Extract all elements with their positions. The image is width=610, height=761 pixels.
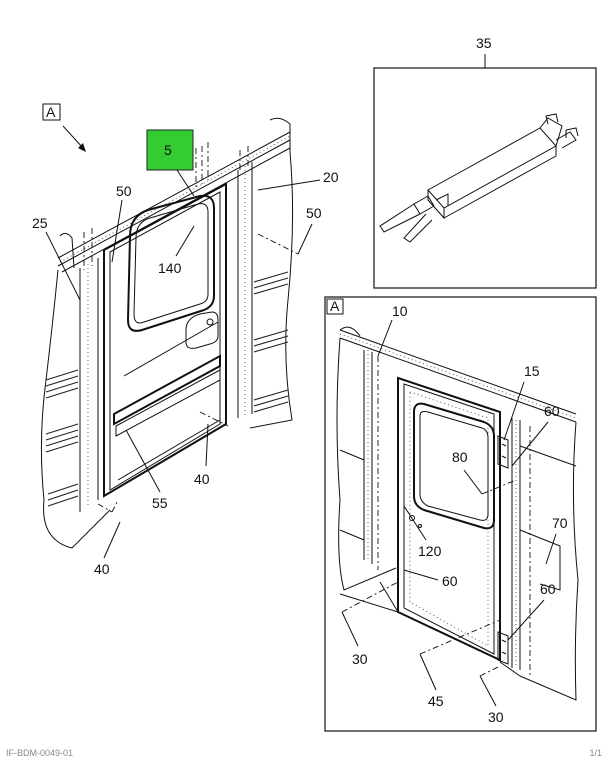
door-window [126, 194, 215, 332]
view-marker-label: A [46, 104, 56, 120]
detail-door-window [413, 402, 495, 530]
wall-outline [40, 269, 111, 549]
callout-60-middle: 60 [442, 573, 458, 589]
figure-id: IF-BDM-0049-01 [6, 748, 74, 758]
wall-post-right [237, 162, 253, 418]
callout-60-lower: 60 [540, 581, 556, 597]
callout-40-right: 40 [194, 471, 210, 487]
callout-25: 25 [32, 215, 48, 231]
callout-50-right: 50 [306, 205, 322, 221]
door-lock [409, 515, 415, 521]
detail-door-frame [397, 376, 501, 662]
callout-30-left: 30 [352, 651, 368, 667]
door-handle-recess [185, 311, 219, 349]
view-marker-box [42, 103, 61, 121]
callout-45: 45 [428, 693, 444, 709]
page-number: 1/1 [589, 748, 602, 758]
door-frame [103, 182, 227, 498]
callout-15: 15 [524, 363, 540, 379]
callout-35: 35 [476, 35, 492, 51]
view-arrow [62, 125, 84, 149]
callout-50-left: 50 [116, 183, 132, 199]
detail-marker-label: A [330, 298, 340, 314]
detail-a-box [324, 296, 597, 732]
main-view: A [40, 103, 294, 549]
callout-80: 80 [452, 449, 468, 465]
heater-part [379, 113, 579, 243]
callout-30-right: 30 [488, 709, 504, 725]
callout-5-highlight [146, 129, 194, 171]
wall-post-left [79, 258, 99, 512]
callout-55: 55 [152, 495, 168, 511]
callout-10: 10 [392, 303, 408, 319]
callout-5: 5 [164, 142, 172, 158]
callout-60-upper: 60 [544, 403, 560, 419]
inset-35-box [373, 67, 597, 289]
callout-120: 120 [418, 543, 442, 559]
callout-140: 140 [158, 260, 182, 276]
view-arrow-head [78, 143, 86, 152]
detail-a-view [336, 326, 579, 701]
hinge-lower [497, 631, 509, 665]
callout-40-bottom: 40 [94, 561, 110, 577]
callout-20: 20 [323, 169, 339, 185]
kick-plate [113, 354, 221, 426]
callout-70: 70 [552, 515, 568, 531]
detail-marker-box [326, 298, 344, 315]
